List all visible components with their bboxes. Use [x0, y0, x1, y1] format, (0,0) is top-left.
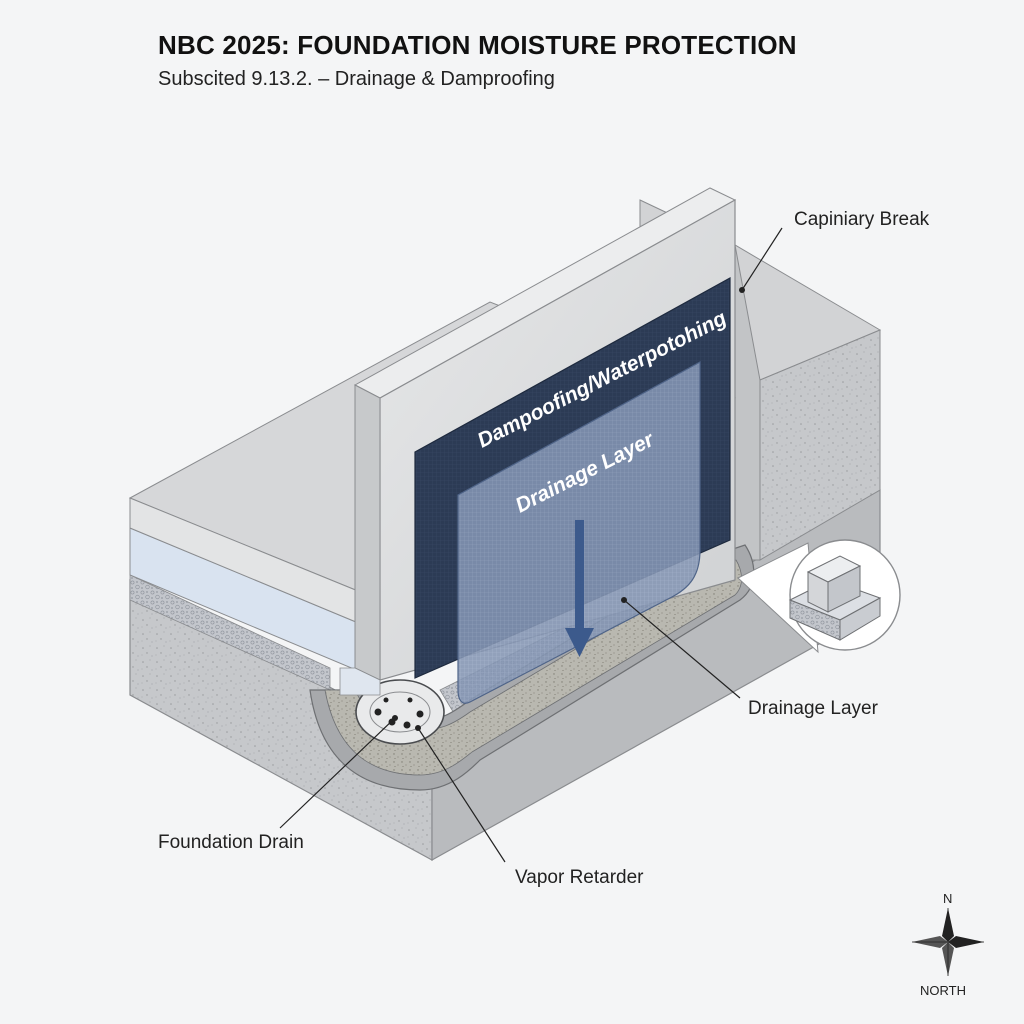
- wall-left: [354, 384, 381, 681]
- callout-drainage-layer: Drainage Layer: [748, 698, 879, 719]
- leader-drainage-layer: [623, 599, 741, 699]
- drainage-arrow-head: [565, 628, 594, 657]
- compass-rose-icon: [912, 908, 984, 976]
- drainage-arrow-shaft: [575, 520, 584, 632]
- callout-foundation-drain: Foundation Drain: [158, 832, 304, 853]
- leader-foundation-drain: [279, 717, 396, 829]
- diagram-title: NBC 2025: FOUNDATION MOISTURE PROTECTION: [158, 30, 797, 60]
- compass-n-letter: N: [943, 891, 952, 906]
- foundation-drain-pipe: [355, 679, 445, 745]
- callout-vapor-retarder: Vapor Retarder: [515, 867, 644, 888]
- leader-capillary-break: [741, 227, 783, 291]
- compass-north-label: NORTH: [920, 983, 966, 998]
- leader-vapor-retarder: [417, 727, 506, 863]
- callout-capillary-break: Capiniary Break: [794, 209, 930, 230]
- diagram-subtitle: Subscited 9.13.2. – Drainage & Damproofi…: [158, 68, 555, 90]
